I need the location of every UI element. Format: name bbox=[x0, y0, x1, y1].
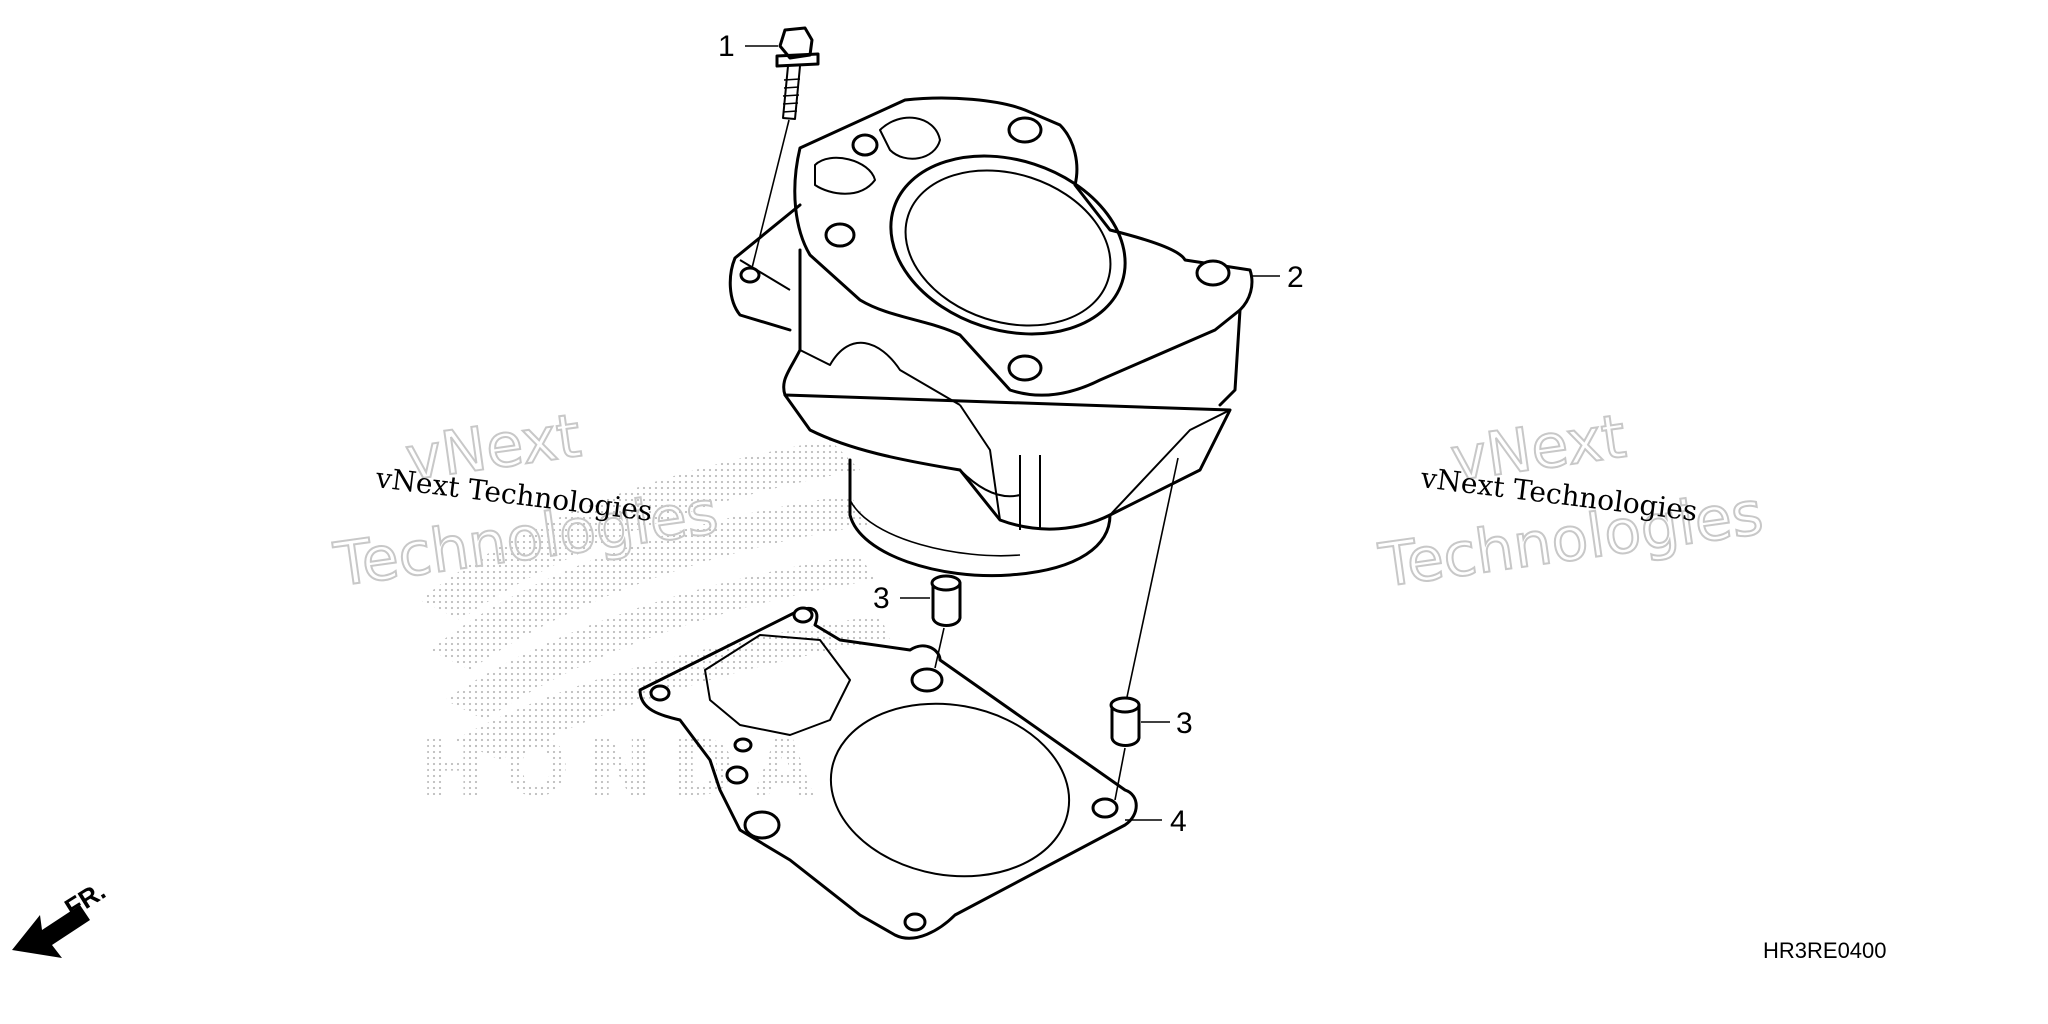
callout-2: 4 bbox=[1170, 805, 1187, 838]
gasket-hole bbox=[725, 765, 749, 785]
front-direction-arrow: FR. bbox=[12, 875, 111, 958]
gasket-bore bbox=[829, 702, 1071, 878]
callout-4: 1 bbox=[718, 30, 735, 63]
lug-bolt-hole bbox=[739, 266, 761, 284]
deck-hole bbox=[1007, 354, 1043, 382]
deck-hole bbox=[1007, 116, 1043, 144]
gasket-hole bbox=[1091, 797, 1119, 819]
callout-1: 2 bbox=[1287, 261, 1304, 294]
gasket-hole bbox=[649, 684, 671, 702]
cylinder-gasket-part bbox=[638, 606, 1138, 940]
dowel-pin-upper bbox=[930, 574, 962, 669]
gasket-hole bbox=[910, 667, 944, 693]
deck-hole bbox=[824, 222, 856, 248]
leader-lines bbox=[745, 45, 1280, 821]
gasket-hole bbox=[903, 912, 927, 932]
gasket-hole bbox=[733, 737, 753, 753]
callout-3-upper: 3 bbox=[873, 582, 890, 615]
gasket-hole bbox=[743, 810, 781, 840]
callout-3-lower: 3 bbox=[1176, 707, 1193, 740]
deck-hole bbox=[851, 133, 879, 157]
cylinder-part bbox=[728, 96, 1254, 578]
gasket-hole bbox=[792, 606, 814, 624]
flange-bolt-part bbox=[751, 26, 820, 269]
dowel-pin-lower bbox=[1109, 457, 1179, 801]
cylinder-bore-inner bbox=[904, 169, 1112, 327]
honda-logo-text: HONDA bbox=[420, 724, 832, 814]
deck-hole bbox=[1195, 259, 1231, 287]
cylinder-bore-outer bbox=[889, 154, 1127, 336]
diagram-code: HR3RE0400 bbox=[1763, 938, 1887, 963]
